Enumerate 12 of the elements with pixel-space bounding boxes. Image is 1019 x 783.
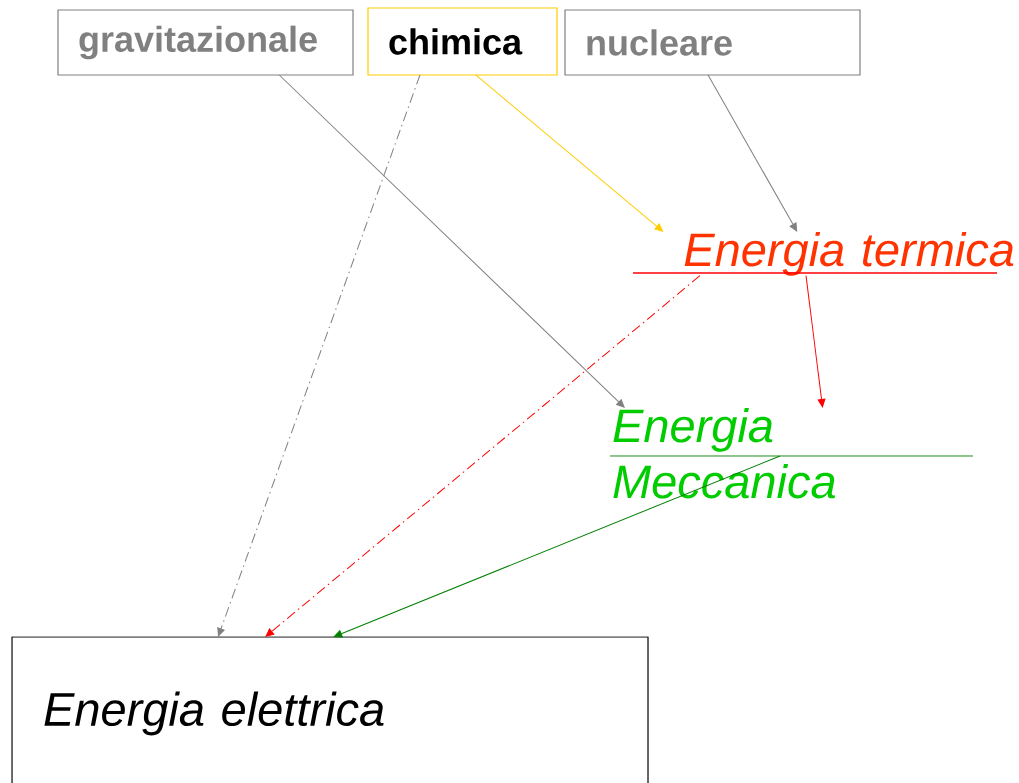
arrow: [333, 455, 781, 638]
source-box: gravitazionale: [57, 9, 354, 76]
underlined-label: Energia termica: [632, 231, 1014, 276]
source-box: chimica: [367, 7, 558, 76]
arrow: [217, 74, 421, 637]
arrow: [707, 74, 798, 232]
arrow: [265, 275, 701, 637]
arrow: [805, 275, 826, 408]
arrow: [475, 74, 664, 232]
arrow: [278, 74, 625, 408]
energy-box: Energia elettrica: [11, 636, 649, 783]
source-box: nucleare: [564, 9, 861, 76]
